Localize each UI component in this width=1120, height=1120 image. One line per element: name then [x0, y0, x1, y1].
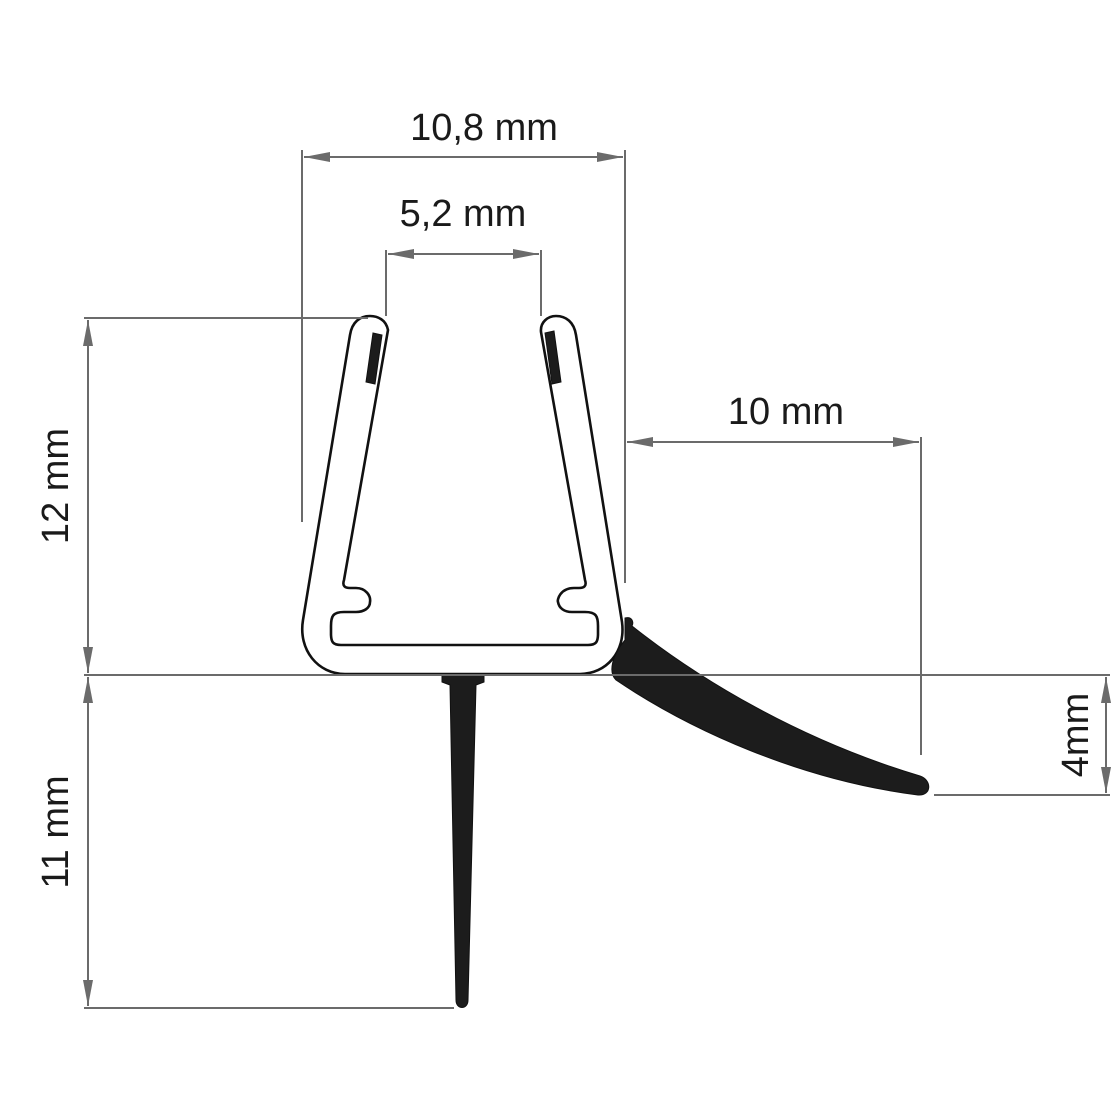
left-grip-strip	[365, 332, 383, 385]
label-lip-reach: 10 mm	[728, 391, 844, 433]
label-overall-width: 10,8 mm	[410, 107, 558, 149]
label-profile-height: 12 mm	[35, 428, 77, 544]
dimension-profile-height: 12 mm	[35, 317, 618, 676]
u-channel-profile	[300, 314, 624, 676]
dimension-inner-gap: 5,2 mm	[385, 193, 542, 316]
curved-deflector-lip	[611, 617, 930, 796]
dimension-lip-reach: 10 mm	[627, 391, 922, 755]
dimension-lip-drop: 4mm	[618, 674, 1111, 796]
label-fin-length: 11 mm	[35, 775, 77, 888]
label-inner-gap: 5,2 mm	[400, 193, 527, 235]
vertical-fin-seal	[441, 674, 485, 1008]
dimension-fin-length: 11 mm	[35, 677, 454, 1009]
label-lip-drop: 4mm	[1055, 693, 1097, 777]
dimension-overall-width: 10,8 mm	[301, 107, 626, 583]
profile-outline	[300, 314, 624, 676]
right-grip-strip	[544, 330, 562, 385]
